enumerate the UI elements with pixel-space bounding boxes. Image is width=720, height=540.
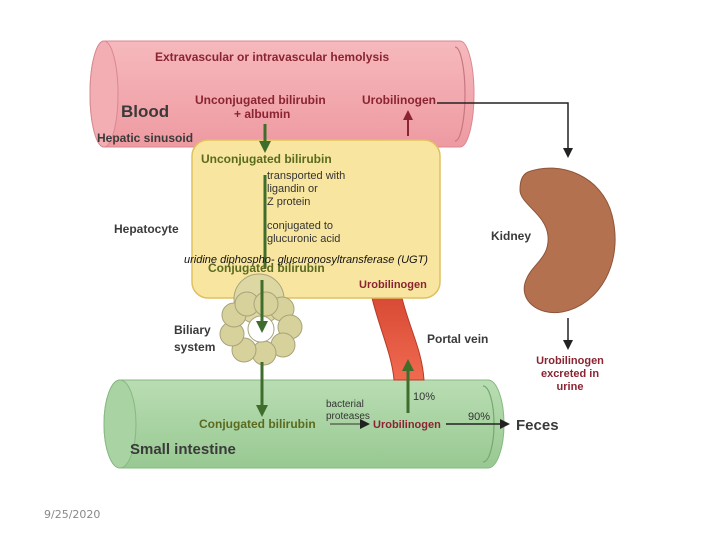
percent-feces-label: 90% xyxy=(468,411,490,423)
bacterial-label-line1: bacterial xyxy=(326,399,364,410)
hepatocyte-urobilinogen-label: Urobilinogen xyxy=(359,279,427,291)
kidney-label: Kidney xyxy=(491,229,531,243)
bacterial-label-line2: proteases xyxy=(326,411,370,422)
blood-albumin-label: + albumin xyxy=(234,107,290,121)
blood-title: Blood xyxy=(121,102,169,121)
blood-unconjugated-label: Unconjugated bilirubin xyxy=(195,93,326,107)
urine-label-line1: Urobilinogen xyxy=(536,355,604,367)
blood-urobilinogen-label: Urobilinogen xyxy=(362,93,436,107)
conjugation-line1: conjugated to xyxy=(267,220,333,232)
hepatocyte-cell xyxy=(191,139,441,299)
blood-vessel xyxy=(89,40,475,148)
arrow-blood-to-kidney xyxy=(437,102,573,158)
intestine-conjugated-label: Conjugated bilirubin xyxy=(199,417,316,431)
intestine-urobilinogen-label: Urobilinogen xyxy=(373,419,441,431)
feces-label: Feces xyxy=(516,417,559,434)
kidney-shape xyxy=(519,167,616,314)
conjugation-line2: glucuronic acid xyxy=(267,233,340,245)
hepatic-sinusoid-label: Hepatic sinusoid xyxy=(97,131,193,145)
portal-vein xyxy=(371,297,425,381)
urine-label-line2: excreted in xyxy=(541,368,599,380)
small-intestine-tube xyxy=(103,379,505,469)
biliary-label-line2: system xyxy=(174,340,215,354)
urine-label-line3: urine xyxy=(557,381,584,393)
biliary-system-ring xyxy=(219,273,303,366)
hepatocyte-conjugated-label: Conjugated bilirubin xyxy=(208,261,325,275)
hepatocyte-unconjugated-label: Unconjugated bilirubin xyxy=(201,152,332,166)
percent-portal-label: 10% xyxy=(413,391,435,403)
hemolysis-label: Extravascular or intravascular hemolysis xyxy=(155,50,389,64)
transport-line2: ligandin or xyxy=(267,183,318,195)
biliary-label-line1: Biliary xyxy=(174,323,211,337)
transport-line1: transported with xyxy=(267,170,345,182)
transport-line3: Z protein xyxy=(267,196,310,208)
hepatocyte-label: Hepatocyte xyxy=(114,222,179,236)
date-stamp: 9/25/2020 xyxy=(44,508,101,521)
small-intestine-title: Small intestine xyxy=(130,441,236,458)
portal-vein-label: Portal vein xyxy=(427,332,488,346)
enzyme-label: uridine diphospho- glucuronosyltransfera… xyxy=(184,254,428,266)
